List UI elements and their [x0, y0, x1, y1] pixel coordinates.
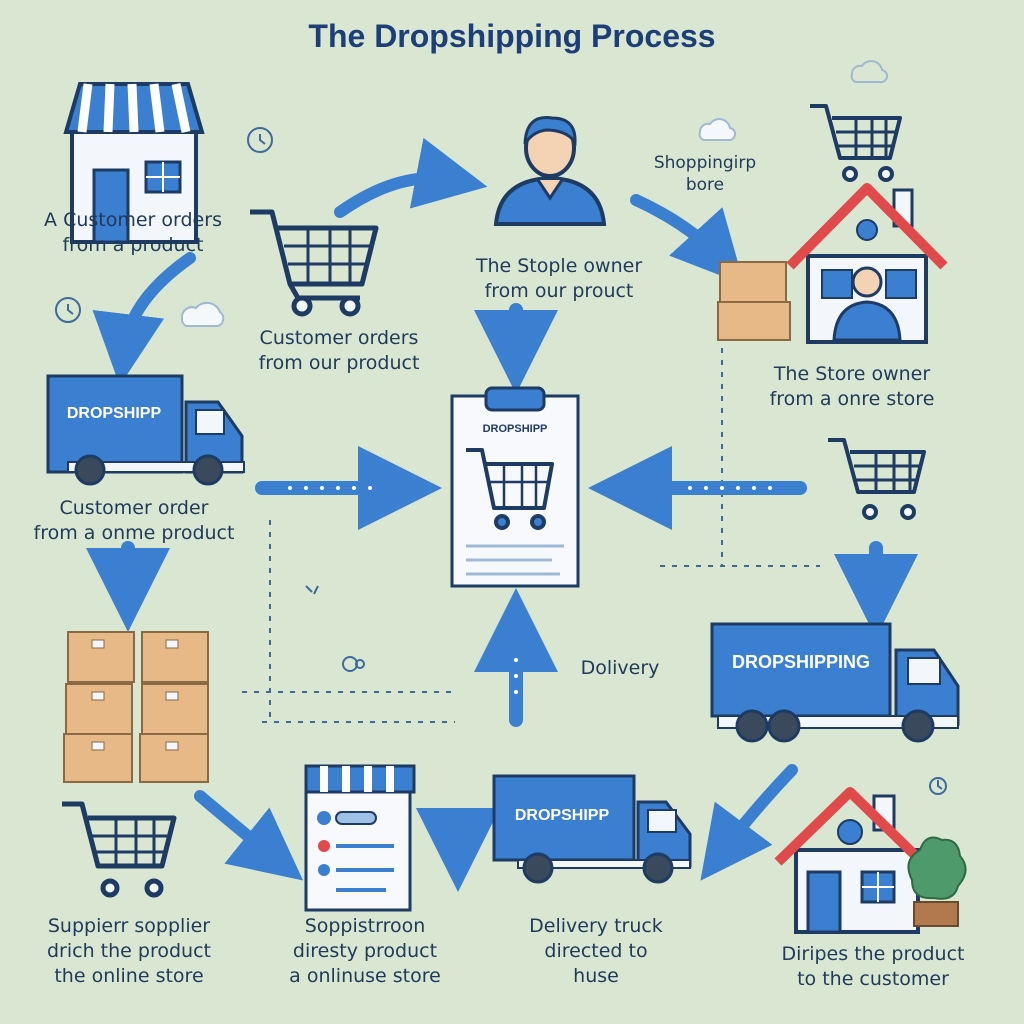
house-icon	[786, 183, 948, 344]
clipboard-header: DROPSHIPP	[483, 423, 548, 435]
label-shopping-store: Shoppingirp bore	[653, 153, 757, 195]
label-supplier-direct: Soppistrroon diresty product a onlinuse …	[289, 915, 441, 987]
cart-icon	[828, 438, 926, 520]
label-store-owner-top: The Stople owner from our prouct	[475, 255, 643, 302]
truck-icon: DROPSHIPPING	[710, 622, 960, 743]
label-ships-customer: Diripes the product to the customer	[781, 943, 965, 990]
tree-icon	[907, 836, 967, 927]
truck-label-bottom: DROPSHIPP	[515, 807, 610, 824]
cart-icon	[62, 801, 177, 898]
clipboard-icon: DROPSHIPP	[450, 386, 580, 588]
cart-icon	[250, 209, 379, 317]
label-customer-orders: A Customer orders from a product	[44, 209, 222, 256]
page-title: The Dropshipping Process	[308, 18, 716, 54]
cloud-icon	[180, 60, 889, 327]
clock-icon	[247, 127, 273, 153]
curved-arrows	[92, 137, 798, 881]
dashed-guides	[242, 300, 820, 723]
box-tape	[91, 639, 179, 751]
label-store-owner-right: The Store owner from a onre store	[769, 363, 935, 410]
label-customer-order-online: Customer order from a onme product	[33, 497, 235, 544]
house-icon	[774, 787, 926, 934]
truck-icon: DROPSHIPP	[492, 774, 692, 884]
box-icon	[717, 261, 791, 341]
label-delivery-truck: Delivery truck directed to huse	[529, 915, 663, 987]
label-supplier: Suppierr sopplier drich the product the …	[47, 915, 211, 987]
storefront-icon	[63, 82, 205, 244]
storefront-icon	[304, 764, 416, 912]
clock-icon	[55, 297, 81, 323]
person-icon	[493, 116, 607, 226]
truck-label-left: DROPSHIPP	[67, 405, 162, 422]
label-cart-orders: Customer orders from our product	[258, 327, 420, 374]
truck-icon: DROPSHIPP	[46, 374, 245, 486]
box-icon	[63, 631, 209, 783]
cart-icon	[810, 104, 902, 182]
arrow-dots	[288, 486, 772, 694]
label-delivery: Dolivery	[580, 657, 660, 679]
decorative-marks	[305, 585, 947, 795]
truck-label-right: DROPSHIPPING	[732, 652, 870, 672]
